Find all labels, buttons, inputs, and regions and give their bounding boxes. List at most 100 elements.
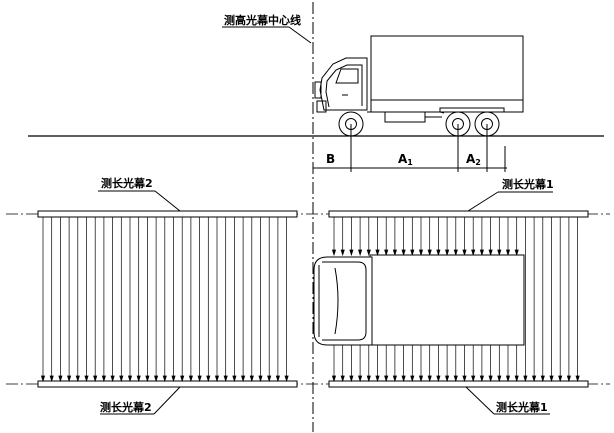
beam-arrowhead bbox=[384, 375, 389, 383]
beam-arrowhead bbox=[358, 375, 363, 383]
beam-arrowhead bbox=[145, 375, 150, 383]
beam-arrowhead bbox=[540, 375, 545, 383]
beam-arrowhead bbox=[154, 375, 159, 383]
beam-arrowhead bbox=[58, 375, 63, 383]
beam-arrowhead bbox=[471, 375, 476, 383]
beam-arrowhead bbox=[549, 375, 554, 383]
beam-arrowhead bbox=[488, 249, 493, 257]
beam-arrowhead bbox=[514, 249, 519, 257]
length-curtain-1-top-label: 测长光幕1 bbox=[502, 177, 554, 191]
curtain-2-beams bbox=[40, 217, 289, 383]
beam-arrowhead bbox=[445, 375, 450, 383]
beam-arrowhead bbox=[392, 249, 397, 257]
beam-arrowhead bbox=[523, 375, 528, 383]
beam-arrowhead bbox=[110, 375, 115, 383]
beam-arrowhead bbox=[162, 375, 167, 383]
beam-arrowhead bbox=[93, 375, 98, 383]
dimension-line bbox=[313, 124, 507, 172]
beam-arrowhead bbox=[101, 375, 106, 383]
beam-arrowhead bbox=[427, 249, 432, 257]
length-curtain-2-bottom-label: 测长光幕2 bbox=[100, 400, 152, 414]
beam-arrowhead bbox=[392, 375, 397, 383]
beam-arrowhead bbox=[340, 249, 345, 257]
beam-arrowhead bbox=[349, 375, 354, 383]
beam-arrowhead bbox=[275, 375, 280, 383]
bumper bbox=[316, 100, 327, 113]
beam-arrowhead bbox=[349, 249, 354, 257]
beam-arrowhead bbox=[249, 375, 254, 383]
curtain-1-beams bbox=[331, 217, 580, 383]
beam-arrowhead bbox=[497, 249, 502, 257]
beam-arrowhead bbox=[384, 249, 389, 257]
beam-arrowhead bbox=[558, 375, 563, 383]
length-curtain-1-bottom-bar bbox=[328, 380, 589, 388]
beam-arrowhead bbox=[505, 249, 511, 257]
beam-arrowhead bbox=[436, 375, 441, 383]
length-curtain-2-bottom-bar bbox=[37, 380, 298, 388]
beam-arrowhead bbox=[566, 375, 571, 383]
cargo-box bbox=[370, 35, 524, 113]
length-curtain-2-top-label: 测长光幕2 bbox=[101, 176, 153, 190]
beam-arrowhead bbox=[127, 375, 133, 383]
beam-arrowhead bbox=[267, 375, 272, 383]
beam-arrowhead bbox=[575, 375, 580, 383]
beam-arrowhead bbox=[358, 249, 363, 257]
beam-arrowhead bbox=[514, 375, 519, 383]
length-curtain-1-top-bar bbox=[328, 210, 589, 218]
beam-arrowhead bbox=[340, 375, 345, 383]
beam-arrowhead bbox=[366, 375, 371, 383]
beam-arrowhead bbox=[75, 375, 80, 383]
beam-arrowhead bbox=[180, 375, 185, 383]
beam-arrowhead bbox=[479, 375, 484, 383]
beam-arrowhead bbox=[366, 249, 371, 257]
beam-arrowhead bbox=[427, 375, 432, 383]
beam-arrowhead bbox=[284, 375, 289, 383]
length-curtain-2-top-bar bbox=[37, 210, 298, 218]
dim-a2-label: A2 bbox=[466, 152, 481, 167]
beam-arrowhead bbox=[241, 375, 246, 383]
beam-arrowhead bbox=[49, 375, 54, 383]
beam-arrowhead bbox=[40, 375, 46, 383]
beam-arrowhead bbox=[436, 249, 441, 257]
beam-arrowhead bbox=[462, 249, 467, 257]
dim-a1-label: A1 bbox=[398, 152, 413, 167]
beam-arrowhead bbox=[331, 249, 337, 257]
beam-arrowhead bbox=[84, 375, 89, 383]
truck-side-view bbox=[314, 35, 524, 137]
beam-arrowhead bbox=[497, 375, 502, 383]
cab-window bbox=[335, 68, 359, 84]
beam-arrowhead bbox=[375, 375, 380, 383]
beam-arrowhead bbox=[188, 375, 193, 383]
beam-arrowhead bbox=[505, 375, 511, 383]
top-cab bbox=[313, 256, 373, 346]
beam-arrowhead bbox=[418, 375, 424, 383]
beam-arrowhead bbox=[258, 375, 263, 383]
beam-arrowhead bbox=[171, 375, 176, 383]
beam-arrowhead bbox=[418, 249, 424, 257]
beam-arrowhead bbox=[401, 249, 406, 257]
beam-arrowhead bbox=[375, 249, 380, 257]
beam-arrowhead bbox=[479, 249, 484, 257]
truck-top-view bbox=[313, 254, 525, 346]
beam-arrowhead bbox=[206, 375, 211, 383]
beam-arrowhead bbox=[532, 375, 537, 383]
beam-arrowhead bbox=[331, 375, 337, 383]
beam-arrowhead bbox=[471, 249, 476, 257]
centerline-label: 测高光幕中心线 bbox=[224, 13, 301, 27]
dim-b-label: B bbox=[326, 152, 335, 166]
curtain-bars bbox=[37, 210, 589, 388]
beam-arrowhead bbox=[197, 375, 202, 383]
beam-arrowhead bbox=[401, 375, 406, 383]
beam-arrowhead bbox=[119, 375, 124, 383]
beam-arrowhead bbox=[453, 249, 458, 257]
beam-arrowhead bbox=[67, 375, 72, 383]
top-cargo-box bbox=[369, 254, 525, 346]
beam-arrowhead bbox=[410, 375, 415, 383]
curtain-leaders bbox=[98, 190, 553, 415]
beam-arrowhead bbox=[410, 249, 415, 257]
cab bbox=[319, 57, 368, 111]
beam-arrowhead bbox=[453, 375, 458, 383]
beam-arrowhead bbox=[488, 375, 493, 383]
beam-arrowhead bbox=[223, 375, 228, 383]
